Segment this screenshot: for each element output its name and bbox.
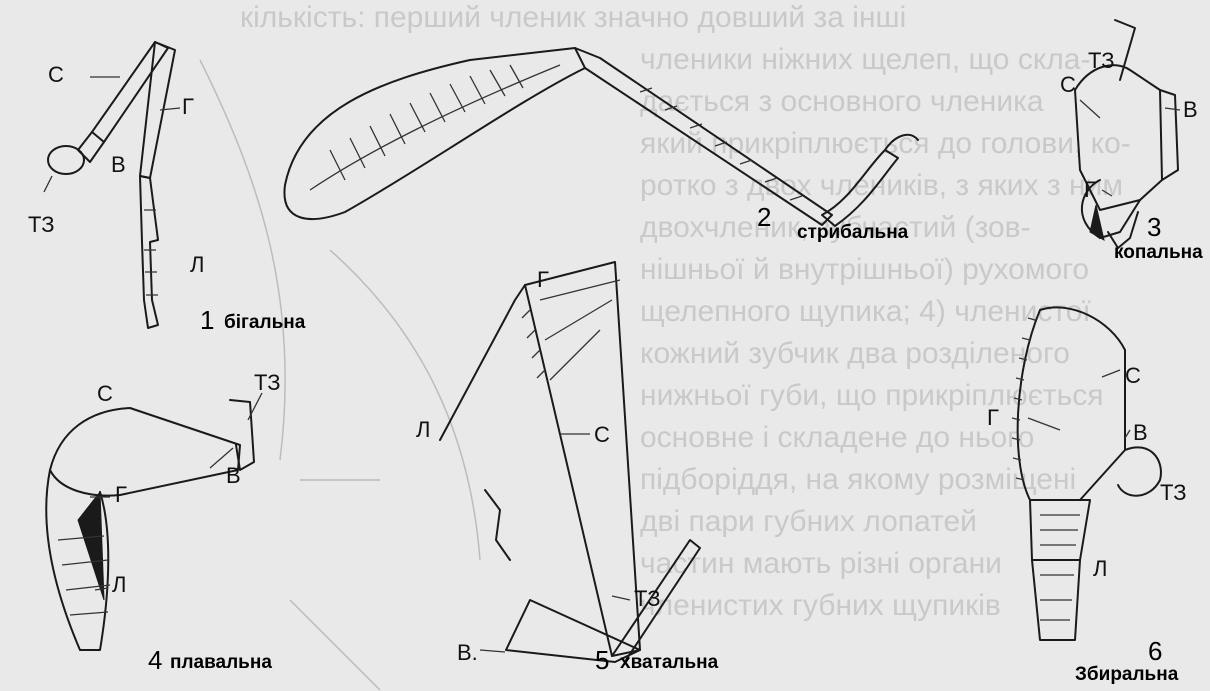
label-trochanter-4: В	[226, 463, 241, 489]
figure-number-1: 1	[200, 305, 214, 336]
label-tibia-4: ТЗ	[254, 370, 280, 396]
label-coxa-4: С	[97, 381, 113, 407]
figure-number-3: 3	[1147, 212, 1161, 243]
caption-running: бігальна	[224, 312, 305, 334]
collecting-leg-drawing	[1012, 307, 1161, 640]
label-trochanter-5: В.	[457, 640, 478, 666]
label-femur-5: Г	[537, 267, 549, 293]
caption-grasping: хватальна	[620, 652, 718, 674]
caption-digging: копальна	[1114, 242, 1203, 264]
label-trochanter-1: В	[111, 152, 126, 178]
label-coxa-1: С	[48, 62, 64, 88]
label-femur-1: Г	[182, 94, 194, 120]
label-femur-6: Г	[987, 405, 999, 431]
label-tarsus-6: Л	[1093, 556, 1107, 582]
label-tarsus-5: Л	[416, 417, 430, 443]
figure-number-2: 2	[757, 202, 771, 233]
caption-collecting: Збиральна	[1075, 664, 1178, 686]
label-trochanter-6: В	[1133, 420, 1148, 446]
figure-number-5: 5	[595, 645, 609, 676]
label-coxa-6: С	[1125, 363, 1141, 389]
figure-number-6: 6	[1148, 636, 1162, 667]
label-tibia-5: ТЗ	[634, 586, 660, 612]
label-tarsus-1: Л	[190, 252, 204, 278]
label-tibia-3: ТЗ	[1088, 48, 1114, 74]
grasping-leg-drawing	[440, 262, 700, 662]
label-coxa-3: С	[1060, 72, 1076, 98]
caption-swimming: плавальна	[170, 652, 272, 674]
label-femur-4: Г	[115, 482, 127, 508]
figure-number-4: 4	[148, 645, 162, 676]
label-tibia-6: ТЗ	[1160, 480, 1186, 506]
label-tarsus-4: Л	[112, 572, 126, 598]
label-coxa-5: С	[594, 422, 610, 448]
label-femur-3: Г	[1084, 177, 1096, 203]
jumping-leg-drawing	[284, 48, 918, 226]
label-trochanter-3: В	[1183, 97, 1198, 123]
swimming-leg-drawing	[46, 400, 254, 650]
caption-jumping: стрибальна	[797, 222, 908, 244]
label-tibia-1: ТЗ	[28, 212, 54, 238]
